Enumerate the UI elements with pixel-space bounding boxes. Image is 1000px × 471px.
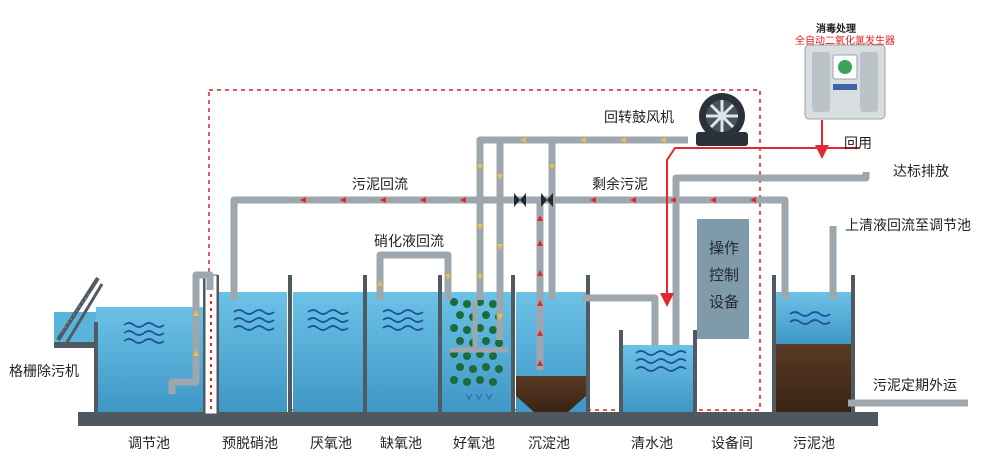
- disinfect-feed-line: [660, 147, 860, 307]
- tank-label-clear-water: 清水池: [631, 436, 673, 452]
- excess-sludge-label: 剩余污泥: [592, 176, 648, 193]
- aeration-grid: [450, 300, 508, 353]
- valves: [514, 193, 553, 207]
- sludge-return-label: 污泥回流: [352, 177, 408, 193]
- control-room-line-1: 操作: [709, 239, 739, 257]
- blower-label: 回转鼓风机: [604, 110, 674, 126]
- air-flow-arrows: [193, 137, 666, 356]
- tank-label-regulating: 调节池: [128, 436, 170, 452]
- tank-label-aerobic: 好氧池: [453, 436, 495, 452]
- screen-removal-label: 格栅除污机: [9, 364, 79, 380]
- tank-label-settling: 沉淀池: [528, 436, 570, 452]
- discharge-label: 达标排放: [893, 164, 949, 180]
- sludge-return-arrows: [300, 197, 756, 366]
- control-panel: [697, 219, 749, 339]
- control-room-line-2: 控制: [709, 266, 739, 284]
- settling-sludge: [516, 376, 586, 412]
- disinfection-title: 消毒处理: [816, 22, 856, 35]
- reuse-label: 回用: [844, 136, 872, 152]
- nitrification-return-label: 硝化液回流: [374, 234, 444, 250]
- ground-slab: [78, 412, 878, 426]
- tank-label-anaerobic: 厌氧池: [310, 436, 352, 452]
- supernatant-return-label: 上清液回流至调节池: [845, 218, 971, 234]
- sludge-transport-label: 污泥定期外运: [873, 378, 957, 394]
- water-waves: [123, 309, 831, 372]
- disinfection-subtitle: 全自动二氧化氯发生器: [795, 34, 895, 47]
- blower-icon: [696, 93, 748, 146]
- screen-rake: [56, 276, 104, 345]
- tank-label-pre-denitrification: 预脱硝池: [222, 436, 278, 452]
- aeration-diffusers: [465, 393, 493, 401]
- tank-label-equipment-room: 设备间: [711, 435, 753, 452]
- chlorine-dioxide-generator-icon: [804, 44, 886, 120]
- tank-label-anoxic: 缺氧池: [380, 436, 422, 452]
- tank-label-sludge: 污泥池: [793, 436, 835, 452]
- control-room-line-3: 设备: [709, 293, 739, 311]
